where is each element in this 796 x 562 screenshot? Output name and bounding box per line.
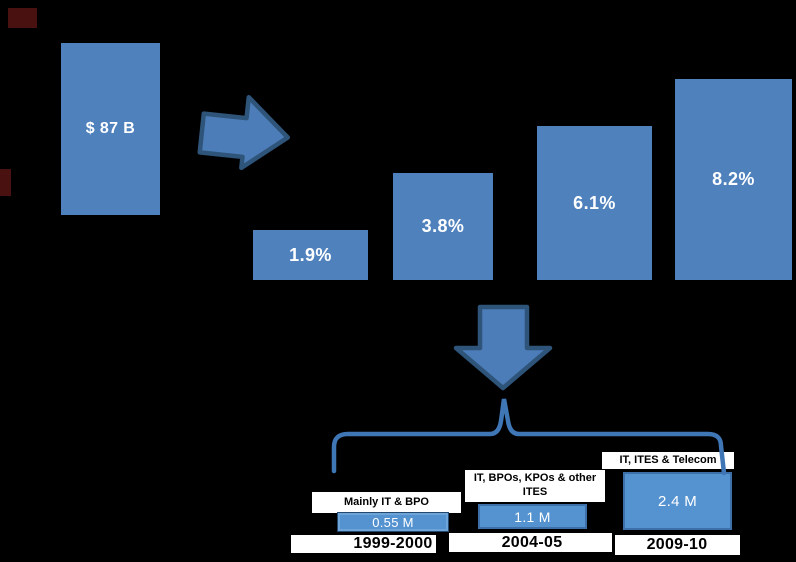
percent-bar-3: 6.1%: [537, 126, 652, 280]
employment-bar-3: 2.4 M: [623, 472, 732, 530]
employment-category-text-3: IT, ITES & Telecom: [619, 453, 717, 466]
red-marker-top-left: [8, 8, 37, 28]
percent-bar-1: 1.9%: [253, 230, 368, 280]
employment-bar-1: 0.55 M: [338, 513, 448, 531]
percent-bar-2: 3.8%: [393, 173, 493, 280]
employment-bar-3-value: 2.4 M: [657, 492, 697, 510]
right-arrow-icon: [197, 94, 291, 171]
down-arrow-icon: [453, 304, 553, 391]
red-marker-left-edge: [0, 169, 11, 196]
employment-category-text-1: Mainly IT & BPO: [344, 495, 429, 508]
year-label-1: 1999-2000: [353, 535, 433, 552]
employment-category-label-3: IT, ITES & Telecom: [602, 452, 734, 469]
year-label-2: 2004-05: [501, 534, 563, 551]
percent-bar-1-label: 1.9%: [289, 244, 332, 265]
revenue-bar: $ 87 B: [61, 43, 160, 215]
employment-category-label-2: IT, BPOs, KPOs & other ITES: [465, 470, 605, 502]
percent-bar-4-label: 8.2%: [712, 169, 755, 189]
year-strip-2: [449, 533, 612, 552]
percent-bar-3-label: 6.1%: [573, 192, 616, 213]
year-strip-1: [291, 535, 436, 553]
revenue-bar-label: $ 87 B: [85, 120, 136, 137]
employment-bar-1-value: 0.55 M: [372, 514, 414, 530]
employment-category-text-2: IT, BPOs, KPOs & other ITES: [473, 472, 597, 498]
percent-bar-4: 8.2%: [675, 79, 792, 280]
employment-category-label-1: Mainly IT & BPO: [312, 492, 461, 513]
employment-bar-2: 1.1 M: [478, 504, 587, 529]
year-strip-3: [615, 535, 740, 555]
year-label-3: 2009-10: [646, 536, 708, 553]
employment-bar-2-value: 1.1 M: [514, 508, 551, 525]
percent-bar-2-label: 3.8%: [421, 216, 465, 236]
